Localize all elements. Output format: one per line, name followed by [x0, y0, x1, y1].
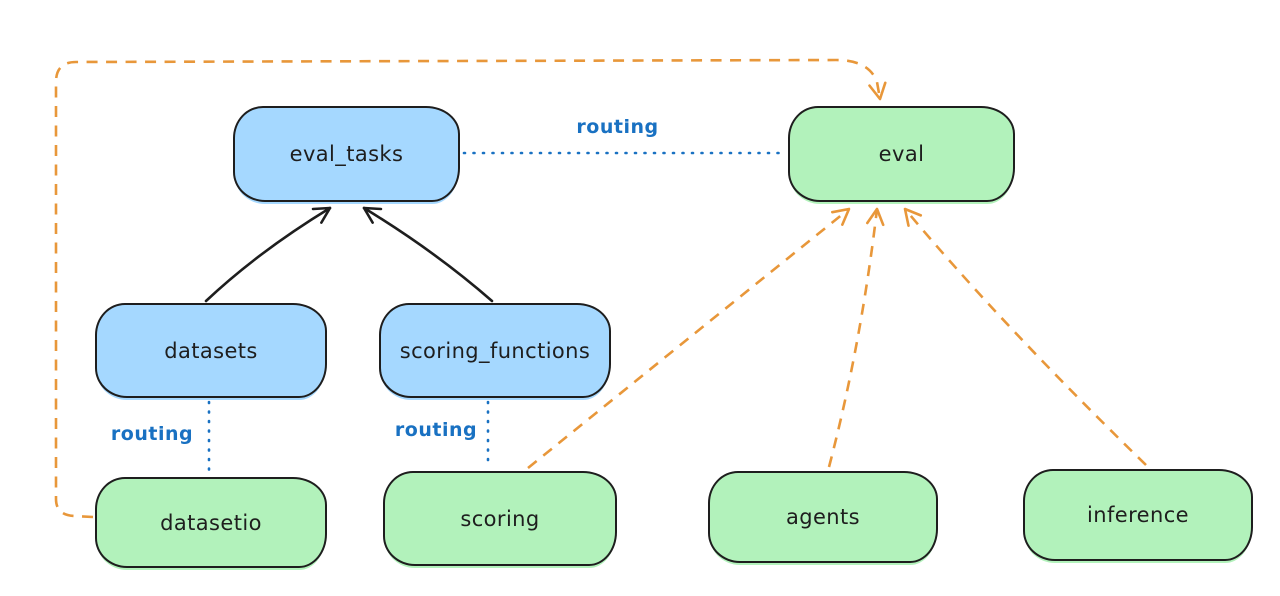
- edge-inference-to-eval: [903, 207, 1147, 466]
- edge-label-routing-datasets-datasetio: routing: [110, 423, 194, 445]
- edge-scoring-functions-to-eval-tasks: [362, 206, 494, 303]
- node-datasets-label: datasets: [164, 338, 258, 363]
- edge-label-routing-scoring-functions-scoring: routing: [394, 419, 478, 441]
- node-agents: agents: [708, 471, 938, 563]
- edge-datasetio-to-eval: [54, 58, 887, 519]
- node-datasetio: datasetio: [95, 477, 327, 568]
- edge-agents-to-eval: [827, 207, 885, 468]
- node-datasets: datasets: [95, 303, 327, 398]
- node-scoring-label: scoring: [460, 506, 540, 531]
- node-eval: eval: [788, 106, 1015, 202]
- node-eval-label: eval: [878, 142, 925, 166]
- node-inference-label: inference: [1087, 503, 1189, 527]
- edge-label-routing-eval-tasks-eval: routing: [576, 116, 659, 138]
- node-eval-tasks: eval_tasks: [233, 106, 460, 202]
- node-datasetio-label: datasetio: [160, 510, 262, 535]
- node-inference: inference: [1023, 469, 1253, 561]
- node-eval-tasks-label: eval_tasks: [289, 142, 404, 166]
- edge-scoring-to-eval: [527, 207, 851, 470]
- node-scoring: scoring: [383, 471, 617, 566]
- node-scoring-functions: scoring_functions: [379, 303, 611, 398]
- node-agents-label: agents: [785, 505, 860, 529]
- edge-datasets-to-eval-tasks: [204, 206, 332, 303]
- node-scoring-functions-label: scoring_functions: [399, 338, 591, 363]
